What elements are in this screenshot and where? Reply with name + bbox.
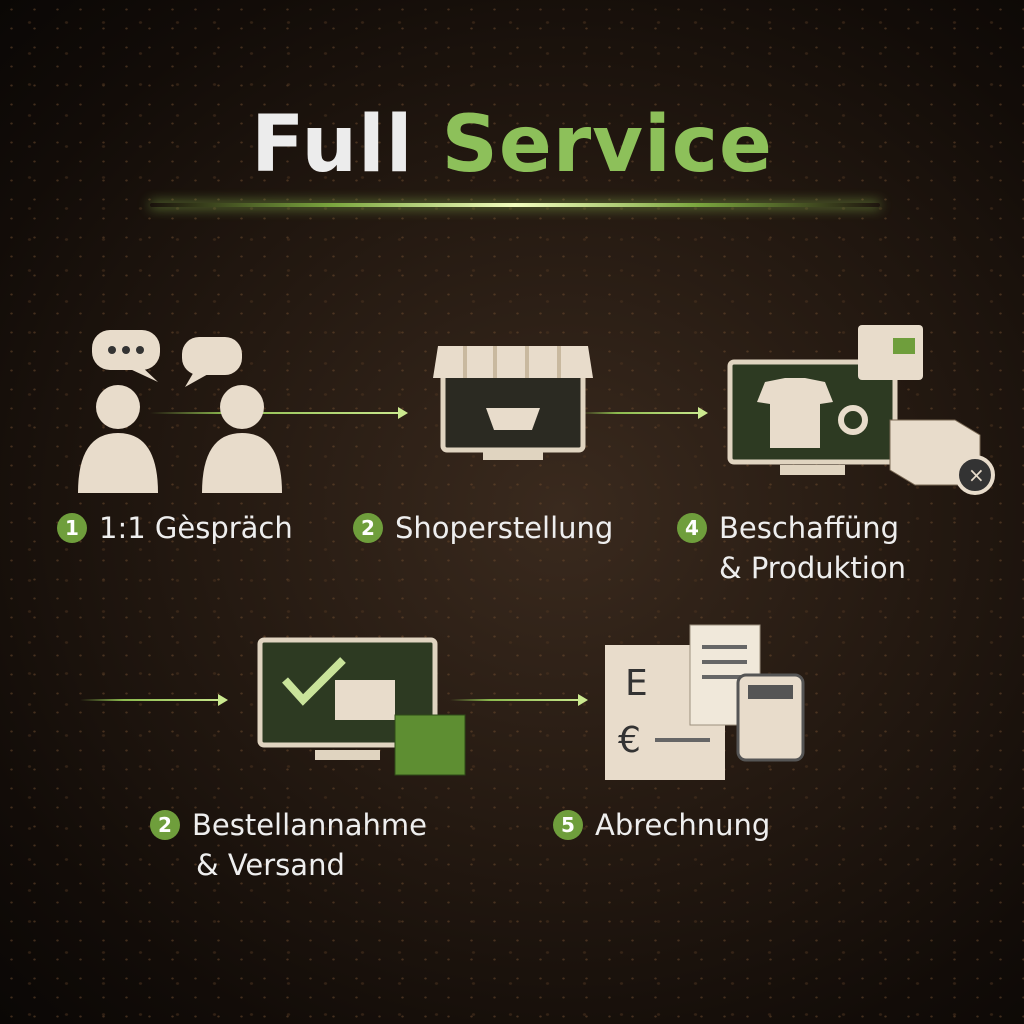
title-part1: Full <box>251 100 414 190</box>
step-badge: 4 <box>677 513 707 543</box>
step-label: Beschaffüng <box>719 511 900 545</box>
conversation-icon <box>78 330 282 493</box>
connector-line <box>580 412 705 414</box>
arrow-icon <box>218 694 228 706</box>
svg-text:€: € <box>618 720 641 761</box>
title-part2: Service <box>441 100 773 190</box>
arrow-icon <box>398 407 408 419</box>
arrow-icon <box>578 694 588 706</box>
step-badge: 2 <box>353 513 383 543</box>
step-2: 2 Shoperstellung <box>353 508 613 548</box>
title-divider <box>150 203 880 207</box>
shop-icon <box>433 346 593 460</box>
step-5: 5 Abrechnung <box>553 805 770 845</box>
step-badge: 2 <box>150 810 180 840</box>
svg-text:E: E <box>625 663 648 704</box>
connector-line <box>150 412 405 414</box>
step-label: Abrechnung <box>595 808 771 842</box>
production-icon: × <box>727 325 995 495</box>
step-label: Bestellannahme <box>192 808 427 842</box>
order-shipping-icon <box>257 637 466 776</box>
connector-line <box>80 699 225 701</box>
step-label-line2: & Produktion <box>719 551 906 585</box>
step-3: 4 Beschaffüng & Produktion <box>677 508 906 588</box>
step-label-line2: & Versand <box>196 848 345 882</box>
step-4: 2 Bestellannahme & Versand <box>150 805 427 885</box>
step-1: 1 1:1 Gèspräch <box>57 508 293 548</box>
step-label: 1:1 Gèspräch <box>99 511 293 545</box>
step-badge: 5 <box>553 810 583 840</box>
arrow-icon <box>698 407 708 419</box>
step-label: Shoperstellung <box>395 511 614 545</box>
invoice-icon: E € <box>605 624 805 780</box>
svg-text:×: × <box>968 463 985 487</box>
page-title: Full Service <box>0 100 1024 190</box>
connector-line <box>450 699 585 701</box>
step-badge: 1 <box>57 513 87 543</box>
